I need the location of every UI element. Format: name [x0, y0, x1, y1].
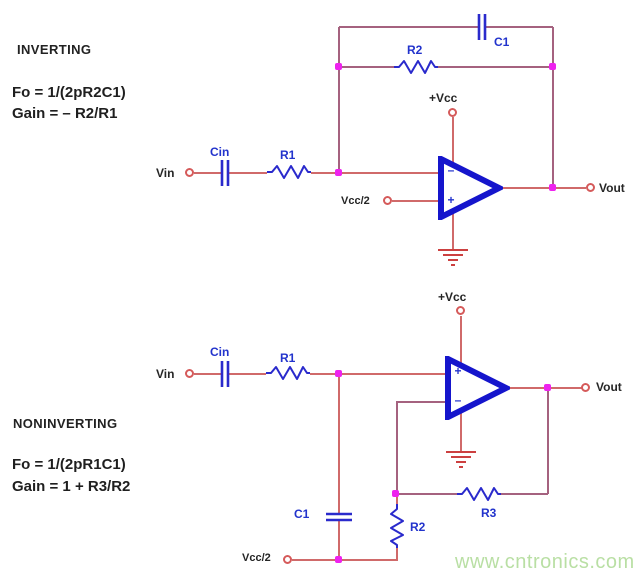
capacitor-cin-icon [216, 358, 234, 390]
vcc-half-label: Vcc/2 [242, 552, 271, 564]
vcc-half-label: Vcc/2 [341, 195, 370, 207]
vcc-half-terminal [283, 555, 292, 564]
r3-label: R3 [481, 506, 497, 520]
vin-label: Vin [156, 367, 175, 381]
inverting-gain-formula: Gain = – R2/R1 [12, 105, 118, 122]
capacitor-cin-icon [216, 157, 234, 189]
vcc-terminal [456, 306, 465, 315]
wire-r2 [396, 548, 398, 561]
vcc-label: +Vcc [438, 290, 467, 304]
wire-inverting-input [396, 401, 448, 403]
wire-output [499, 187, 586, 189]
wire [194, 172, 222, 174]
opamp-noninverting-input-sign: + [447, 193, 455, 207]
junction-dot [335, 370, 342, 377]
vin-label: Vin [156, 166, 175, 180]
capacitor-c1-icon [324, 508, 354, 526]
noninverting-gain-formula: Gain = 1 + R3/R2 [12, 478, 131, 495]
capacitor-c1-icon [473, 12, 491, 42]
c1-label: C1 [494, 35, 510, 49]
junction-dot [335, 169, 342, 176]
resistor-r1-icon [266, 365, 310, 381]
wire [228, 373, 266, 375]
vcc-terminal [448, 108, 457, 117]
wire-feedback-right [547, 387, 549, 494]
junction-dot [549, 63, 556, 70]
noninverting-title: NONINVERTING [13, 416, 118, 431]
r1-label: R1 [280, 148, 296, 162]
wire [310, 373, 448, 375]
junction-dot [392, 490, 399, 497]
wire [311, 172, 441, 174]
wire [194, 373, 222, 375]
wire-c1-branch [338, 374, 340, 514]
resistor-r2-icon [394, 59, 438, 75]
watermark: www.cntronics.com [455, 551, 635, 573]
junction-dot [335, 63, 342, 70]
wire-vcc-half [392, 200, 441, 202]
vout-terminal [586, 183, 595, 192]
inverting-fo-formula: Fo = 1/(2pR2C1) [12, 84, 126, 101]
opamp-triangle [437, 156, 503, 220]
wire-c1-row [485, 26, 553, 28]
wire-r3-row [396, 493, 457, 495]
vcc-half-terminal [383, 196, 392, 205]
wire-feedback-left [338, 27, 340, 173]
opamp-inverting-input-sign: – [454, 393, 462, 407]
vin-terminal [185, 168, 194, 177]
junction-dot [549, 184, 556, 191]
vout-label: Vout [599, 181, 625, 195]
opamp-inverting-input-sign: – [447, 163, 455, 177]
resistor-r3-icon [457, 486, 501, 502]
wire-r2 [396, 494, 398, 504]
wire-c1-row [339, 26, 479, 28]
wire-inverting-input [396, 401, 398, 495]
r2-label: R2 [410, 520, 426, 534]
noninverting-fo-formula: Fo = 1/(2pR1C1) [12, 456, 126, 473]
c1-label: C1 [294, 507, 310, 521]
vin-terminal [185, 369, 194, 378]
r2-label: R2 [407, 43, 423, 57]
cin-label: Cin [210, 345, 230, 359]
junction-dot [335, 556, 342, 563]
wire-vcc-half [292, 559, 397, 561]
ground-icon [445, 450, 477, 470]
wire-r2-row [339, 66, 394, 68]
resistor-r1-icon [267, 164, 311, 180]
wire-c1-branch [338, 520, 340, 561]
opamp-triangle [444, 356, 510, 420]
r1-label: R1 [280, 351, 296, 365]
wire [228, 172, 267, 174]
opamp-noninverting-input-sign: + [454, 364, 462, 378]
inverting-title: INVERTING [17, 42, 92, 57]
vout-label: Vout [596, 380, 622, 394]
wire-r3-row [501, 493, 548, 495]
resistor-r2-icon [389, 504, 405, 548]
vout-terminal [581, 383, 590, 392]
wire-r2-row [438, 66, 554, 68]
junction-dot [544, 384, 551, 391]
wire-feedback-right [552, 27, 554, 189]
vcc-label: +Vcc [429, 91, 458, 105]
ground-icon [437, 248, 469, 268]
cin-label: Cin [210, 145, 230, 159]
